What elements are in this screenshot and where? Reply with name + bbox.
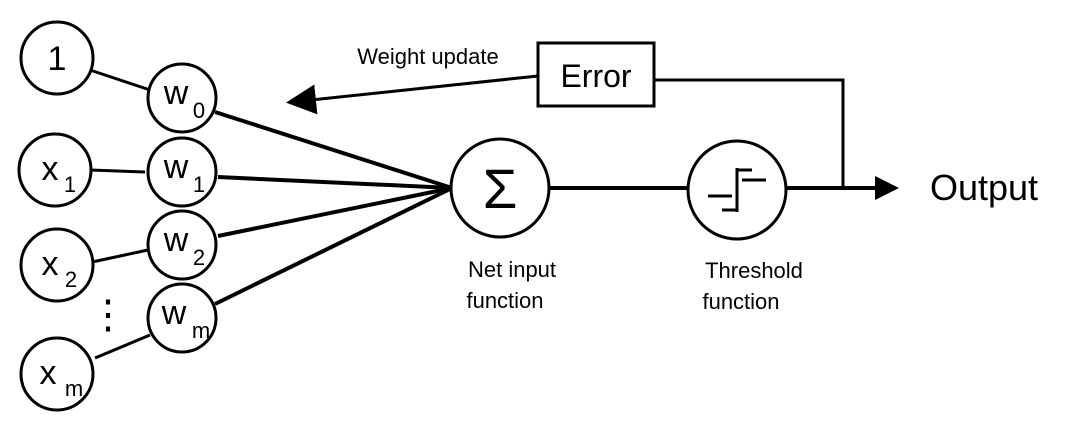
error-box: Error xyxy=(536,41,656,108)
weight-node-wm-subscript: m xyxy=(192,318,210,343)
edge-weight-2-sum xyxy=(217,186,453,238)
edge-input-2-weight-2 xyxy=(91,248,149,264)
error-label: Error xyxy=(560,58,631,94)
sum-icon: Σ xyxy=(483,157,518,220)
weight-node-w1-label: w xyxy=(163,148,189,186)
input-node-xm: x m xyxy=(19,336,95,412)
weight-node-w0-subscript: 0 xyxy=(193,98,205,123)
net-input-label-line1: Net input xyxy=(468,257,556,282)
input-node-x1: x 1 xyxy=(17,132,93,208)
net-input-label-line2: function xyxy=(466,288,543,313)
step-function-icon xyxy=(708,168,766,212)
threshold-node xyxy=(686,139,788,241)
weight-node-wm: w m xyxy=(146,282,218,354)
edge-weight-1-sum xyxy=(217,175,453,190)
weight-node-wm-label: w xyxy=(161,294,187,332)
edge-input-m-weight-m xyxy=(94,333,151,360)
ellipsis-dots: ⋮ xyxy=(88,293,128,337)
input-node-xm-label: x xyxy=(40,354,57,392)
input-node-bias-label: 1 xyxy=(48,40,67,78)
input-node-x2-subscript: 2 xyxy=(65,267,77,292)
weight-update-label: Weight update xyxy=(357,44,498,69)
edge-input-1-weight-1 xyxy=(89,168,146,174)
input-node-x1-subscript: 1 xyxy=(64,172,76,197)
weight-node-w2-label: w xyxy=(163,221,189,259)
input-node-x2-label: x xyxy=(42,245,59,283)
output-label: Output xyxy=(930,167,1038,208)
edge-output-error-feedback xyxy=(654,78,845,188)
edge-input-0-weight-0 xyxy=(89,68,151,92)
net-input-node: Σ xyxy=(449,137,551,239)
weight-node-w1-subscript: 1 xyxy=(193,172,205,197)
weight-node-w0: w 0 xyxy=(146,62,218,134)
threshold-label-line1: Threshold xyxy=(705,258,803,283)
weight-node-w2-subscript: 2 xyxy=(193,245,205,270)
edge-weight-m-sum xyxy=(214,186,453,306)
threshold-label-line2: function xyxy=(702,289,779,314)
edge-weight-0-sum xyxy=(214,110,453,190)
input-node-x1-label: x xyxy=(42,150,59,188)
weight-node-w2: w 2 xyxy=(146,209,218,281)
weight-node-w1: w 1 xyxy=(146,136,218,208)
input-node-bias: 1 xyxy=(19,20,95,96)
input-node-x2: x 2 xyxy=(19,227,95,303)
weight-node-w0-label: w xyxy=(163,74,189,112)
edge-weight-update-arrow xyxy=(286,74,539,115)
input-node-xm-subscript: m xyxy=(65,376,83,401)
